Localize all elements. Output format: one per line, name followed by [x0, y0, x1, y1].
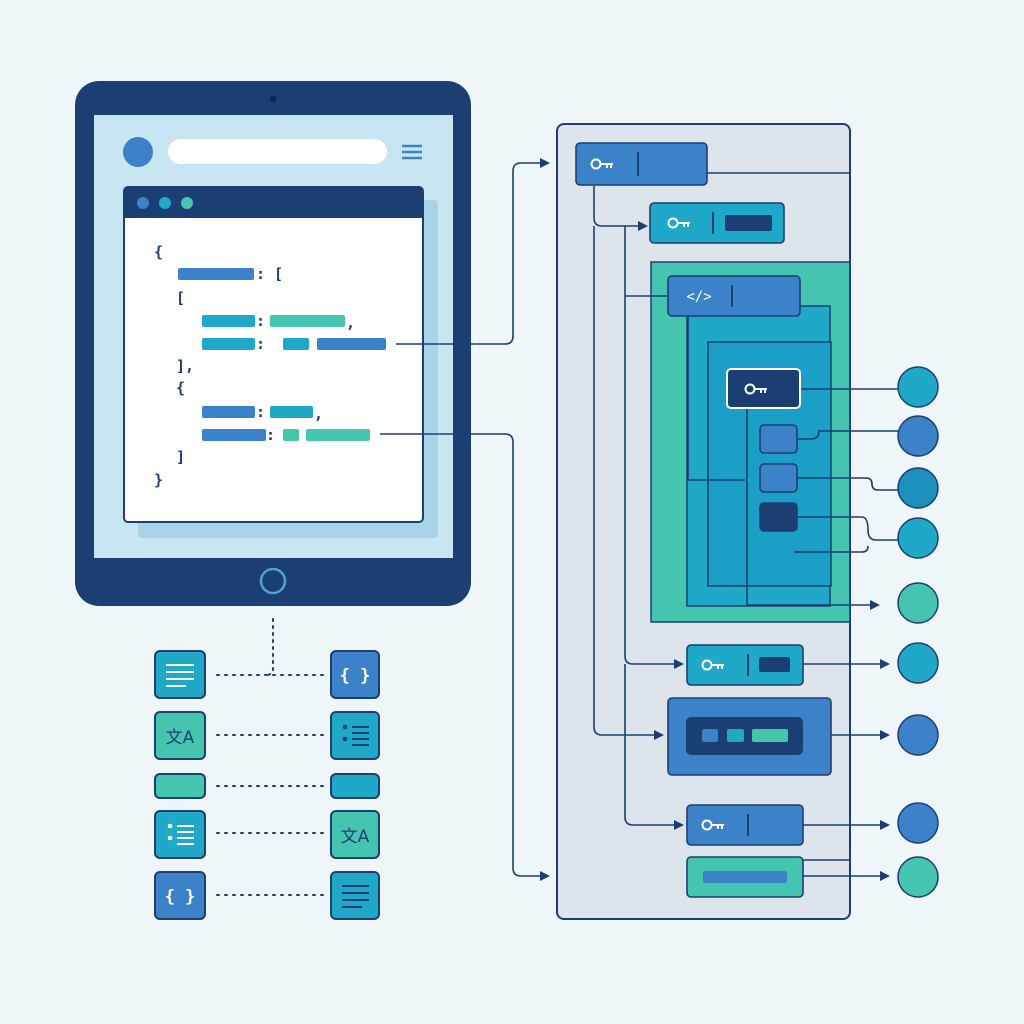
- connector-arrow: [380, 433, 550, 881]
- output-node[interactable]: [897, 517, 939, 559]
- code-colon: :: [256, 312, 265, 330]
- translate-icon[interactable]: 文A: [154, 711, 206, 760]
- tablet-camera: [269, 95, 277, 103]
- code-open-brace: {: [154, 243, 163, 261]
- tree-branch: [746, 408, 880, 610]
- tree-branch: [624, 226, 684, 669]
- window-dot[interactable]: [181, 197, 193, 209]
- code-value-placeholder: [306, 429, 370, 441]
- tree-node-key[interactable]: [686, 804, 804, 846]
- code-value-placeholder: [283, 429, 299, 441]
- output-node[interactable]: [897, 856, 939, 898]
- code-icon: </>: [686, 289, 711, 305]
- window-dot[interactable]: [159, 197, 171, 209]
- bullet-list-icon[interactable]: [330, 711, 380, 760]
- json-tree-panel: </>: [556, 123, 898, 920]
- value-chip: [752, 729, 788, 742]
- tree-node-code[interactable]: </>: [667, 275, 801, 317]
- list-lines-icon[interactable]: [154, 650, 206, 699]
- tree-branch: [797, 430, 898, 440]
- output-nodes: [897, 366, 939, 898]
- tree-branch: [687, 316, 745, 481]
- code-inner-open-brace: {: [176, 379, 185, 397]
- connector-arrow: [396, 158, 550, 345]
- tree-node-value[interactable]: [759, 463, 798, 493]
- code-colon: :: [256, 403, 265, 421]
- code-window: [123, 186, 424, 523]
- output-node[interactable]: [897, 642, 939, 684]
- tree-node-key[interactable]: [686, 644, 804, 686]
- output-node[interactable]: [897, 714, 939, 756]
- bullet-list-icon[interactable]: [154, 810, 206, 859]
- tree-branch: [797, 477, 898, 491]
- tree-branch: [593, 226, 664, 740]
- code-colon-bracket: : [: [256, 265, 283, 283]
- braces-icon[interactable]: { }: [330, 650, 380, 699]
- code-key-placeholder: [202, 429, 266, 441]
- value-chip: [725, 215, 772, 231]
- tablet-device: { : [ [ : , : ], { : , : ] }: [75, 81, 471, 606]
- code-value-placeholder: [317, 338, 386, 350]
- blank-pill[interactable]: [330, 773, 380, 799]
- translate-glyph: 文A: [166, 728, 195, 748]
- tree-node-value-bar[interactable]: [686, 856, 804, 898]
- output-node[interactable]: [897, 582, 939, 624]
- value-chip: [759, 657, 790, 672]
- dotted-link: [265, 618, 274, 676]
- code-comma: ,: [314, 405, 323, 423]
- output-node[interactable]: [897, 415, 939, 457]
- code-colon: :: [266, 426, 275, 444]
- format-mapping: 文A { } { } 文A: [154, 618, 380, 920]
- tree-node-key[interactable]: [649, 202, 785, 244]
- braces-glyph: { }: [340, 666, 371, 686]
- code-close-bracket-comma: ],: [176, 357, 194, 375]
- tree-branch: [624, 664, 684, 830]
- code-key-placeholder: [178, 268, 254, 280]
- braces-icon[interactable]: { }: [154, 871, 206, 920]
- tree-node-root-key[interactable]: [575, 142, 708, 186]
- tree-node-value[interactable]: [759, 502, 798, 532]
- window-dot[interactable]: [137, 197, 149, 209]
- list-lines-icon[interactable]: [330, 871, 380, 920]
- tree-branches: [593, 172, 898, 881]
- address-bar[interactable]: [168, 139, 387, 164]
- menu-icon[interactable]: [402, 144, 422, 160]
- tree-branch: [593, 186, 648, 231]
- translate-icon[interactable]: 文A: [330, 810, 380, 859]
- tree-node-value[interactable]: [759, 424, 798, 454]
- tree-branch: [794, 545, 869, 553]
- tree-branch: [707, 172, 851, 861]
- code-comma: ,: [346, 314, 355, 332]
- json-code: { : [ [ : , : ], { : , : ] }: [154, 243, 386, 489]
- code-key-placeholder: [202, 406, 255, 418]
- blank-pill[interactable]: [154, 773, 206, 799]
- avatar[interactable]: [123, 137, 153, 167]
- tree-node-selected-key[interactable]: [726, 368, 801, 409]
- home-button[interactable]: [259, 567, 287, 595]
- code-value-placeholder: [270, 315, 345, 327]
- code-window-titlebar: [124, 187, 423, 218]
- tree-branch: [797, 516, 898, 541]
- code-value-placeholder: [270, 406, 313, 418]
- output-node[interactable]: [897, 467, 939, 509]
- code-close-brace: }: [154, 471, 163, 489]
- code-key-placeholder: [202, 315, 255, 327]
- braces-glyph: { }: [165, 887, 196, 907]
- output-node[interactable]: [897, 802, 939, 844]
- value-chip: [703, 871, 787, 883]
- code-open-bracket: [: [176, 289, 185, 307]
- tree-node-array-values[interactable]: [667, 697, 832, 776]
- code-value-placeholder: [283, 338, 309, 350]
- code-close-bracket: ]: [176, 448, 185, 466]
- code-colon: :: [256, 335, 265, 353]
- code-key-placeholder: [202, 338, 255, 350]
- value-chip: [727, 729, 744, 742]
- output-node[interactable]: [897, 366, 939, 408]
- value-chip: [702, 729, 718, 742]
- code-to-tree-connectors: [380, 158, 550, 881]
- translate-glyph: 文A: [341, 827, 370, 847]
